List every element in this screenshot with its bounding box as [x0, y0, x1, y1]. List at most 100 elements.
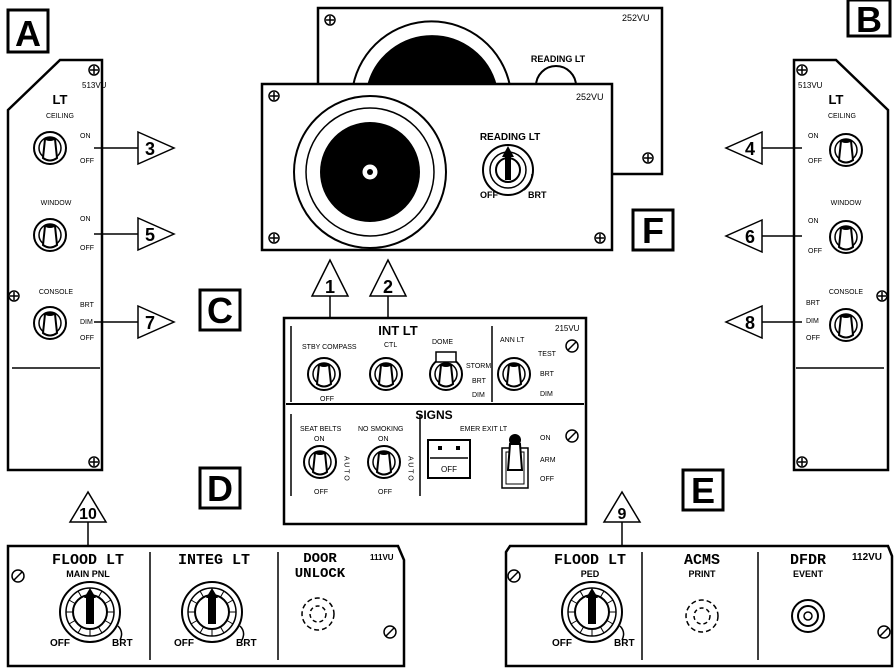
- screw-icon: [324, 14, 336, 26]
- int-lt-label: INT LT: [378, 323, 418, 338]
- callout-f-label: F: [642, 210, 664, 251]
- pointer-7-label: 7: [145, 313, 155, 333]
- pointer-8-label: 8: [745, 313, 755, 333]
- off-label: OFF: [480, 190, 498, 200]
- seat-belts-label: SEAT BELTS: [300, 426, 342, 433]
- door-label: DOOR: [303, 551, 337, 567]
- off-label: OFF: [314, 489, 328, 496]
- pointer-1-label: 1: [325, 277, 335, 297]
- on-label: ON: [808, 218, 819, 225]
- dome-switch-guard: [435, 351, 457, 363]
- callout-e: E: [681, 468, 725, 512]
- callout-b-label: B: [856, 0, 882, 40]
- ceiling-toggle-switch[interactable]: [829, 133, 863, 167]
- flood-lt-main-pnl-knob[interactable]: [59, 581, 121, 643]
- screw-icon: [565, 339, 579, 353]
- panel-a-513vu: 513VU LT CEILING ON OFF WINDOW ON OFF CO…: [6, 58, 107, 472]
- acms-label: ACMS: [684, 552, 720, 569]
- flood-lt-ped-knob[interactable]: [561, 581, 623, 643]
- dome-label: DOME: [432, 339, 453, 346]
- on-label: ON: [80, 216, 91, 223]
- window-toggle-switch[interactable]: [829, 220, 863, 254]
- brt-label: BRT: [614, 638, 635, 649]
- brt-label: BRT: [80, 302, 95, 309]
- dfdr-label: DFDR: [790, 552, 826, 569]
- callout-a-label: A: [15, 13, 41, 54]
- pointer-7: 7: [94, 304, 176, 340]
- flood-lt-label: FLOOD LT: [52, 552, 124, 569]
- on-label: ON: [808, 133, 819, 140]
- dim-label: DIM: [806, 318, 819, 325]
- window-toggle-switch[interactable]: [33, 218, 67, 252]
- panel-b-id: 513VU: [798, 81, 823, 90]
- screw-icon: [796, 456, 808, 468]
- main-pnl-label: MAIN PNL: [66, 569, 110, 579]
- emer-exit-lt-label: EMER EXIT LT: [460, 426, 508, 433]
- panel-a-id: 513VU: [82, 81, 107, 90]
- panel-f-back-id: 252VU: [622, 13, 650, 23]
- off-label: OFF: [320, 396, 334, 403]
- brt-label: BRT: [806, 300, 821, 307]
- event-label: EVENT: [793, 569, 824, 579]
- pointer-9: 9: [602, 490, 642, 548]
- dim-label: DIM: [472, 392, 485, 399]
- on-label: ON: [314, 436, 325, 443]
- reading-lt-label: READING LT: [480, 132, 540, 143]
- pointer-2-label: 2: [383, 277, 393, 297]
- reading-light-knob[interactable]: [482, 144, 534, 196]
- no-smoking-toggle-switch[interactable]: [367, 445, 401, 479]
- print-label: PRINT: [689, 569, 717, 579]
- ann-lt-label: ANN LT: [500, 337, 525, 344]
- callout-d-label: D: [207, 468, 233, 509]
- screw-icon: [642, 152, 654, 164]
- screw-icon: [796, 64, 808, 76]
- pointer-5: 5: [94, 216, 176, 252]
- pointer-8: 8: [724, 304, 802, 340]
- stby-compass-label: STBY COMPASS: [302, 344, 357, 351]
- panel-a-title: LT: [53, 92, 68, 107]
- window-label: WINDOW: [831, 200, 862, 207]
- screw-icon: [565, 429, 579, 443]
- pointer-10-label: 10: [79, 506, 97, 523]
- pointer-4: 4: [724, 130, 802, 166]
- reading-light-lamp: [293, 95, 447, 249]
- auto-label: A U T O: [407, 456, 414, 481]
- no-smoking-label: NO SMOKING: [358, 426, 404, 433]
- off-label: OFF: [50, 638, 70, 649]
- screw-icon: [876, 290, 888, 302]
- pointer-3-label: 3: [145, 139, 155, 159]
- ceiling-toggle-switch[interactable]: [33, 131, 67, 165]
- panel-d-111vu: FLOOD LT MAIN PNL OFF BRT INTEG LT OFF B…: [6, 544, 406, 668]
- unlock-label: UNLOCK: [295, 566, 346, 582]
- off-label: OFF: [441, 465, 457, 474]
- console-toggle-switch[interactable]: [33, 306, 67, 340]
- stby-compass-toggle-switch[interactable]: [307, 357, 341, 391]
- ctl-label: CTL: [384, 342, 397, 349]
- console-toggle-switch[interactable]: [829, 308, 863, 342]
- off-label: OFF: [540, 476, 554, 483]
- pointer-6: 6: [724, 218, 802, 254]
- emer-exit-off-pushbutton[interactable]: OFF: [427, 439, 471, 479]
- ctl-toggle-switch[interactable]: [369, 357, 403, 391]
- emer-exit-toggle-switch[interactable]: [501, 434, 529, 489]
- screw-icon: [877, 625, 891, 639]
- storm-label: STORM: [466, 363, 491, 370]
- pointer-10: 10: [68, 490, 108, 548]
- pointer-4-label: 4: [745, 139, 755, 159]
- off-label: OFF: [80, 158, 94, 165]
- brt-label: BRT: [112, 638, 133, 649]
- on-label: ON: [540, 435, 551, 442]
- integ-lt-knob[interactable]: [181, 581, 243, 643]
- dome-toggle-switch[interactable]: [429, 357, 463, 391]
- panel-d-id: 111VU: [370, 553, 394, 562]
- brt-label: BRT: [236, 638, 257, 649]
- flood-lt-label: FLOOD LT: [554, 552, 626, 569]
- panel-e-112vu: FLOOD LT PED OFF BRT ACMS PRINT DFDR EVE…: [504, 544, 894, 668]
- off-label: OFF: [378, 489, 392, 496]
- ceiling-label: CEILING: [46, 113, 74, 120]
- ann-lt-toggle-switch[interactable]: [497, 357, 531, 391]
- pointer-5-label: 5: [145, 225, 155, 245]
- panel-e-id: 112VU: [852, 552, 882, 563]
- seat-belts-toggle-switch[interactable]: [303, 445, 337, 479]
